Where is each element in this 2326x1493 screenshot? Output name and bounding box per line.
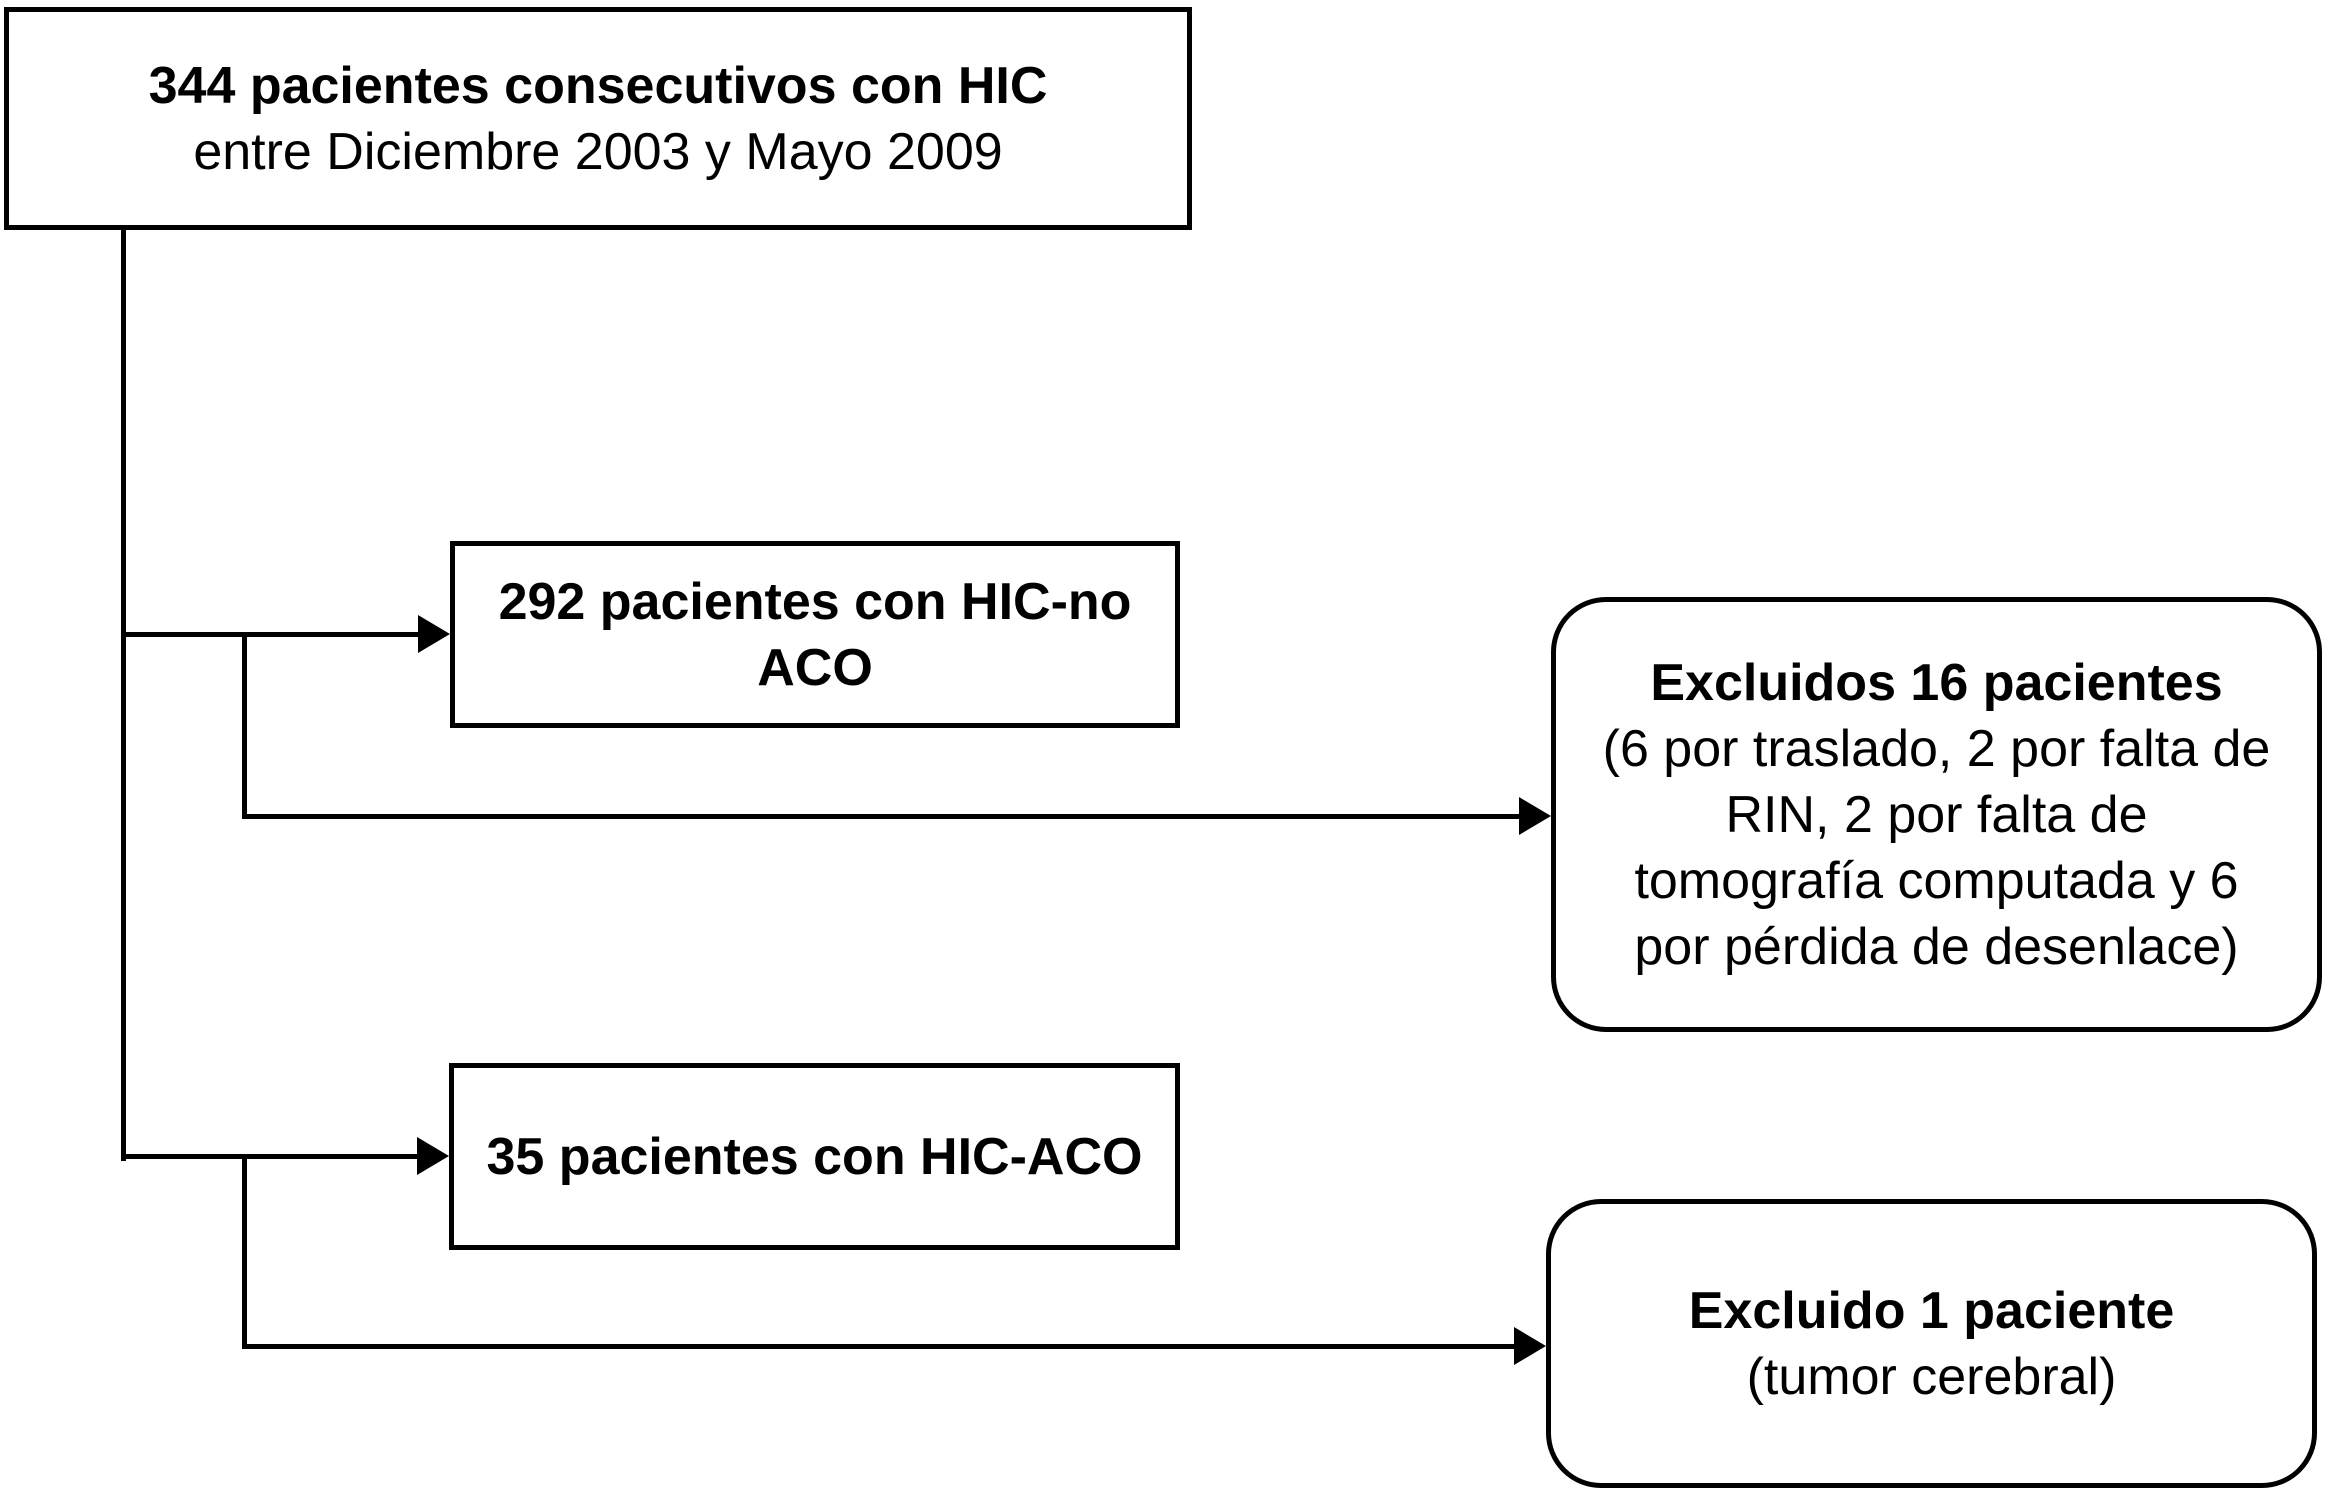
connector-subbranch-excluded-1-vertical [242,1154,247,1346]
node-hic-aco: 35 pacientes con HIC-ACO [449,1063,1180,1250]
node-total-patients-subtext: entre Diciembre 2003 y Mayo 2009 [193,122,1003,181]
node-excluded-1: Excluido 1 paciente (tumor cerebral) [1546,1199,2317,1488]
node-hic-no-aco-line2: ACO [757,638,873,697]
connector-branch-hic-no-aco [121,632,421,637]
connector-subbranch-excluded-1-horizontal [242,1344,1517,1349]
node-total-patients: 344 pacientes consecutivos con HIC entre… [4,7,1192,230]
node-hic-aco-line1: 35 pacientes con HIC-ACO [486,1127,1143,1186]
arrowhead-hic-no-aco-icon [418,615,450,653]
connector-subbranch-excluded-16-horizontal [242,814,1522,819]
arrowhead-excluded-1-icon [1514,1327,1546,1365]
node-excluded-16-detail-line: por pérdida de desenlace) [1634,917,2239,976]
arrowhead-excluded-16-icon [1519,797,1551,835]
node-total-patients-heading: 344 pacientes consecutivos con HIC [148,56,1048,115]
node-excluded-1-title: Excluido 1 paciente [1688,1281,2175,1340]
node-excluded-16-detail-line: (6 por traslado, 2 por falta de [1602,719,2271,778]
connector-main-trunk [121,228,126,1161]
connector-subbranch-excluded-16-vertical [242,632,247,819]
node-excluded-1-detail-line: (tumor cerebral) [1746,1347,2117,1406]
connector-branch-hic-aco [121,1154,421,1159]
node-excluded-16: Excluidos 16 pacientes (6 por traslado, … [1551,597,2322,1032]
node-excluded-16-detail-line: tomografía computada y 6 [1634,851,2239,910]
node-excluded-16-title: Excluidos 16 pacientes [1650,653,2223,712]
arrowhead-hic-aco-icon [417,1137,449,1175]
node-hic-no-aco-line1: 292 pacientes con HIC-no [498,572,1132,631]
node-excluded-16-detail-line: RIN, 2 por falta de [1725,785,2148,844]
node-hic-no-aco: 292 pacientes con HIC-no ACO [450,541,1180,728]
